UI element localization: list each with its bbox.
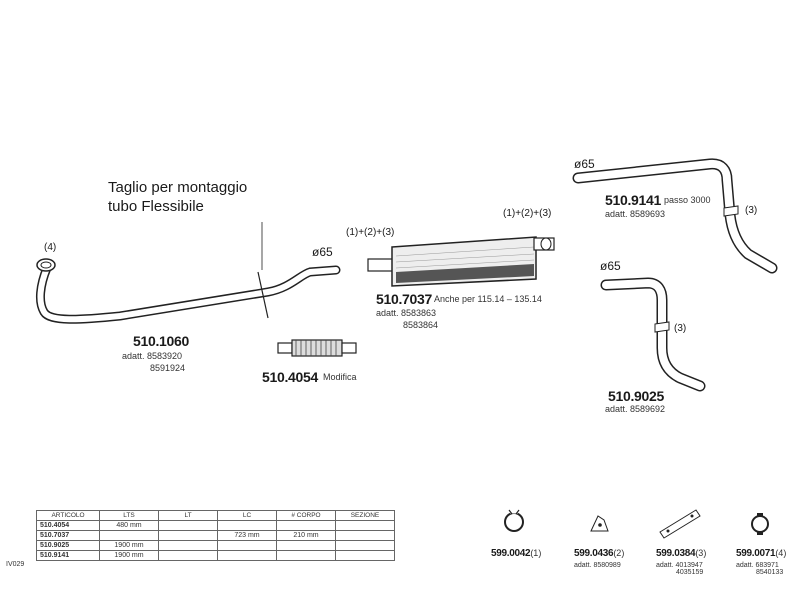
table-cell: 723 mm	[217, 530, 277, 541]
tag-510-7037-right: (1)+(2)+(3)	[503, 208, 552, 219]
table-cell	[217, 550, 277, 561]
note-510-7037: Anche per 115.14 – 135.14	[434, 294, 542, 304]
table-cell	[276, 550, 336, 561]
bracket-icon	[590, 515, 609, 532]
accessory-adatt-2: 8540133	[756, 569, 784, 576]
table-cell: 510.4054	[36, 520, 100, 531]
table-cell: 210 mm	[276, 530, 336, 541]
table-cell	[158, 530, 218, 541]
adatt-510-7037-1: adatt. 8583863	[376, 308, 437, 318]
part-number-510-9025: 510.9025	[608, 388, 664, 404]
part-number-510-9141: 510.9141	[605, 192, 661, 208]
accessory-adatt: adatt. 683971	[736, 562, 779, 569]
table-cell: 1900 mm	[99, 550, 159, 561]
accessory-tag: (4)	[775, 548, 787, 558]
cut-callout: Taglio per montaggio tubo Flessibile	[108, 178, 247, 216]
clamp-ring-icon	[504, 509, 524, 532]
tag-510-1060: (4)	[44, 242, 57, 253]
cut-callout-line2: tubo Flessibile	[108, 198, 204, 215]
adatt-510-9141: adatt. 8589693	[605, 209, 666, 219]
accessory-adatt: adatt. 4013947	[656, 562, 703, 569]
pipe-510-9025-drawing	[600, 277, 706, 392]
diameter-510-9141: ø65	[574, 157, 595, 171]
diameter-510-9025: ø65	[600, 259, 621, 273]
table-cell: 480 mm	[99, 520, 159, 531]
accessory-599-0436: 599.0436(2) adatt. 8580989	[574, 544, 625, 570]
accessory-tag: (2)	[613, 548, 625, 558]
accessory-number: 599.0042	[491, 548, 531, 559]
accessory-599-0042: 599.0042(1)	[491, 544, 541, 560]
table-cell	[99, 530, 159, 541]
accessory-number: 599.0384	[656, 548, 696, 559]
table-cell	[335, 530, 395, 541]
col-header: ARTICOLO	[36, 510, 100, 521]
strap-icon	[659, 509, 701, 539]
tag-510-9025: (3)	[674, 323, 687, 334]
accessory-599-0384: 599.0384(3) adatt. 4013947 4035159	[656, 544, 707, 577]
table-side-label: IV029	[6, 561, 25, 568]
table-cell	[158, 540, 218, 551]
col-header: SEZIONE	[335, 510, 395, 521]
tag-510-7037-left: (1)+(2)+(3)	[346, 227, 395, 238]
accessory-adatt-2: 4035159	[676, 569, 704, 576]
spec-table: ARTICOLO LTS LT LC # CORPO SEZIONE 510.4…	[36, 510, 395, 561]
cut-callout-line1: Taglio per montaggio	[108, 179, 248, 196]
col-header: LC	[217, 510, 277, 521]
note-510-9141: passo 3000	[664, 195, 711, 205]
col-header: LTS	[99, 510, 159, 521]
table-cell	[217, 540, 277, 551]
flex-pipe-510-4054-drawing	[277, 339, 357, 357]
table-cell	[335, 550, 395, 561]
table-cell	[335, 540, 395, 551]
table-cell: 510.9025	[36, 540, 100, 551]
tag-510-9141: (3)	[745, 205, 758, 216]
table-cell: 510.9141	[36, 550, 100, 561]
adatt-510-1060-1: adatt. 8583920	[122, 351, 183, 361]
col-header: LT	[158, 510, 218, 521]
col-header: # CORPO	[276, 510, 336, 521]
accessory-tag: (3)	[695, 548, 707, 558]
accessory-tag: (1)	[530, 548, 542, 558]
table-cell: 1900 mm	[99, 540, 159, 551]
table-cell: 510.7037	[36, 530, 100, 541]
table-cell	[158, 520, 218, 531]
table-cell	[276, 540, 336, 551]
part-number-510-4054: 510.4054	[262, 369, 318, 385]
adatt-510-7037-2: 8583864	[403, 320, 439, 330]
pipe-510-9141-drawing	[572, 158, 778, 274]
accessory-adatt: adatt. 8580989	[574, 562, 621, 569]
table-cell	[335, 520, 395, 531]
accessory-599-0071: 599.0071(4) adatt. 683971 8540133	[736, 544, 787, 577]
table-header-row: ARTICOLO LTS LT LC # CORPO SEZIONE	[36, 510, 395, 521]
part-number-510-1060: 510.1060	[133, 333, 189, 349]
table-row: 510.7037 723 mm 210 mm	[36, 530, 395, 541]
table-cell	[276, 520, 336, 531]
muffler-510-7037-drawing	[367, 236, 555, 287]
adatt-510-9025: adatt. 8589692	[605, 404, 666, 414]
part-number-510-7037: 510.7037	[376, 291, 432, 307]
table-cell	[158, 550, 218, 561]
pipe-510-1060-drawing	[35, 222, 341, 324]
table-row: 510.9141 1900 mm	[36, 550, 395, 561]
adatt-510-1060-2: 8591924	[150, 363, 186, 373]
note-510-4054: Modifica	[323, 372, 357, 382]
diameter-510-1060: ø65	[312, 245, 333, 259]
accessory-number: 599.0436	[574, 548, 614, 559]
table-row: 510.4054 480 mm	[36, 520, 395, 531]
table-row: 510.9025 1900 mm	[36, 540, 395, 551]
accessory-number: 599.0071	[736, 548, 776, 559]
table-cell	[217, 520, 277, 531]
gasket-ring-icon	[751, 513, 769, 535]
